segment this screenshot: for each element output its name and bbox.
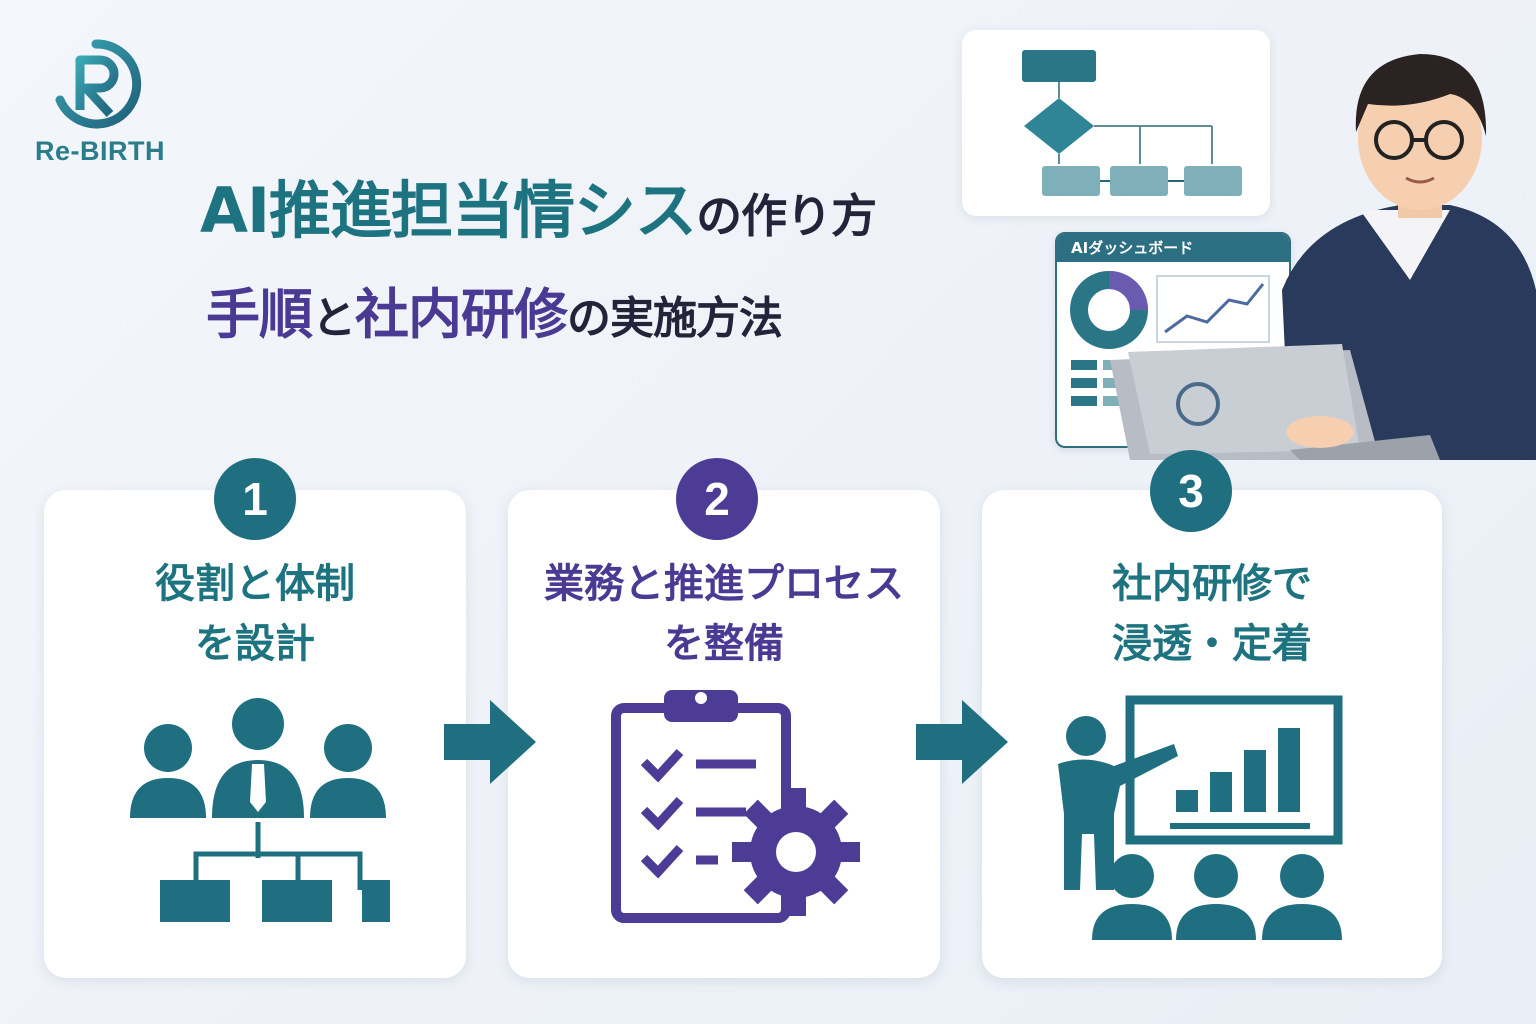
step-3-title: 社内研修で 浸透・定着	[982, 554, 1442, 674]
step-3-line2: 浸透・定着	[1112, 621, 1312, 667]
step-2-title: 業務と推進プロセス を整備	[508, 554, 940, 674]
step-1-line1: 役割と体制	[155, 561, 355, 607]
title-method: の実施方法	[567, 293, 783, 344]
title-training: 社内研修	[355, 283, 568, 346]
flowchart-illustration	[962, 30, 1270, 216]
checklist-gear-icon	[611, 690, 860, 923]
logo-text: Re-BIRTH	[35, 136, 165, 166]
training-presentation-icon	[1058, 695, 1343, 940]
org-chart-icon	[130, 698, 390, 922]
step-3-line1: 社内研修で	[1112, 561, 1312, 607]
title-highlight: AI推進担当情シス	[200, 174, 697, 247]
step-1-title: 役割と体制 を設計	[44, 554, 466, 674]
step-1-number: 1	[214, 458, 296, 540]
dashboard-label: AIダッシュボード	[1057, 234, 1289, 262]
title-rest: の作り方	[696, 189, 877, 243]
arrow-right-icon	[916, 700, 1008, 784]
step-1-line2: を設計	[195, 621, 315, 667]
page-title-line1: AI推進担当情シスの作り方	[200, 160, 877, 250]
arrow-right-icon	[444, 700, 536, 784]
step-2-number: 2	[676, 458, 758, 540]
step-card-2: 業務と推進プロセス を整備	[508, 490, 940, 978]
step-2-line1: 業務と推進プロセス	[544, 561, 904, 607]
re-birth-logo	[55, 39, 142, 129]
title-procedure: 手順	[206, 283, 313, 346]
page-title-line2: 手順と社内研修の実施方法	[206, 270, 783, 349]
step-2-line2: を整備	[664, 621, 784, 667]
step-card-3: 社内研修で 浸透・定着	[982, 490, 1442, 978]
title-and: と	[312, 293, 356, 344]
flowchart-icon	[1022, 50, 1242, 196]
person-with-laptop-illustration	[1110, 54, 1536, 460]
step-card-1: 役割と体制 を設計	[44, 490, 466, 978]
laptop-logo-icon	[1176, 382, 1220, 426]
step-3-number: 3	[1150, 450, 1232, 532]
